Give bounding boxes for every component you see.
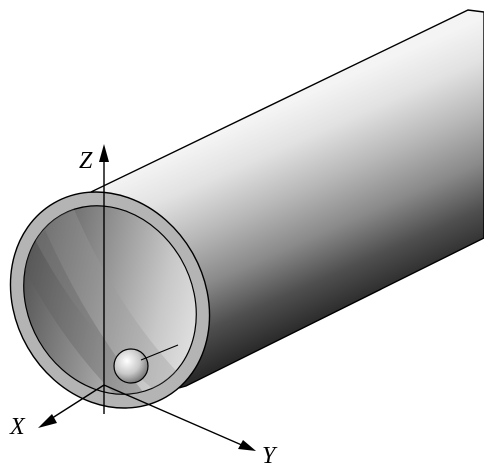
tube-inner-bore [23, 205, 197, 395]
inner-shading [20, 200, 200, 400]
ball-radius-line [140, 344, 179, 361]
ball [113, 348, 149, 384]
y-axis-label: Y [262, 443, 278, 466]
z-axis-arrowhead [99, 144, 109, 162]
x-axis-line [45, 384, 105, 423]
x-axis-label: X [9, 414, 26, 440]
x-axis-arrowhead [38, 414, 57, 428]
z-axis-label: Z [79, 148, 93, 174]
y-axis-line [103, 384, 245, 447]
y-axis-arrowhead [238, 440, 256, 451]
